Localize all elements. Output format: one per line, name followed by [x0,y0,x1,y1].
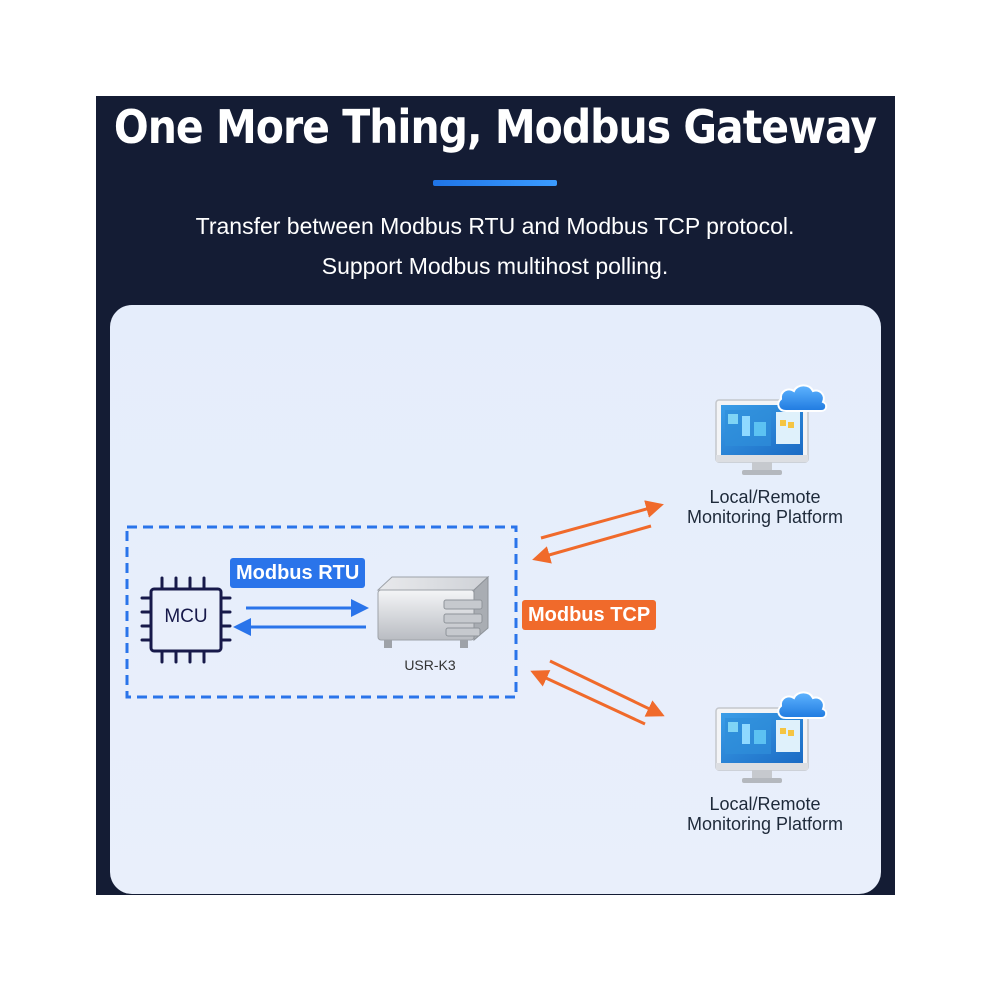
platform-label: Local/Remote Monitoring Platform [660,487,870,527]
gateway-module-icon [376,575,490,648]
cloud-icon [777,384,828,412]
cloud-icon [777,691,828,719]
gateway-boundary [125,525,518,699]
subtitle-line-2: Support Modbus multihost polling. [321,253,669,279]
monitor-icon [715,399,809,475]
tcp-arrow-down-out [549,659,665,717]
platform-label-line-1: Local/Remote [709,487,821,507]
platform-label-line-2: Monitoring Platform [686,814,844,834]
title-underline [433,180,557,186]
tcp-arrow-up-in [532,524,652,564]
tcp-arrow-down-in [530,670,646,726]
subtitle-line-1: Transfer between Modbus RTU and Modbus T… [195,213,795,239]
device-label: USR-K3 [404,657,456,673]
modbus-rtu-label: Modbus RTU [230,558,366,588]
mcu-label: MCU [164,606,208,627]
page-title: One More Thing, Modbus Gateway [113,100,877,155]
platform-label: Local/Remote Monitoring Platform [660,794,870,834]
chip-icon [140,576,232,664]
tcp-arrow-up-out [540,500,664,540]
monitor-icon [715,707,809,783]
platform-label-line-2: Monitoring Platform [686,507,844,527]
platform-label-line-1: Local/Remote [709,794,821,814]
modbus-tcp-label: Modbus TCP [522,600,657,630]
